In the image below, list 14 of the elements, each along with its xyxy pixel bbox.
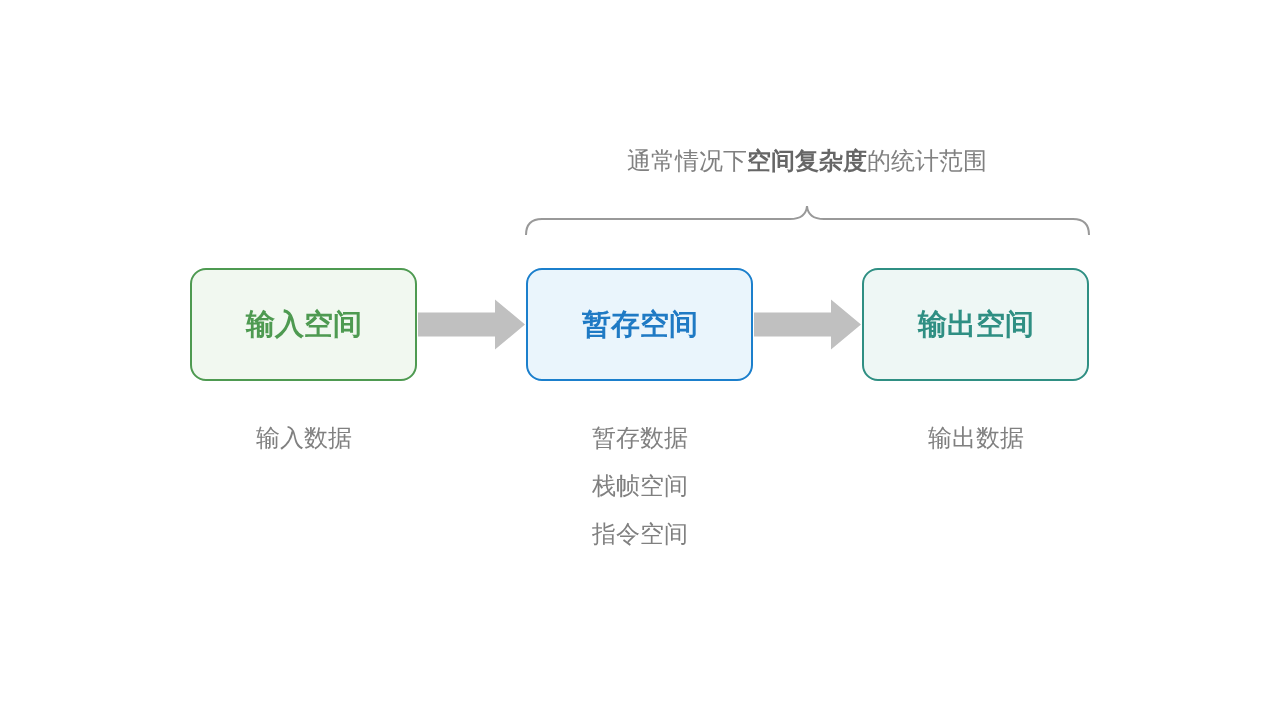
node-label: 输出空间 bbox=[917, 305, 1034, 343]
process-box bbox=[526, 268, 753, 381]
process-box bbox=[862, 268, 1089, 381]
node-caption: 输出数据 bbox=[927, 423, 1024, 454]
arrow bbox=[418, 299, 525, 350]
node-caption: 暂存数据 bbox=[591, 423, 688, 454]
title: 通常情况下空间复杂度的统计范围 bbox=[627, 146, 987, 177]
arrow bbox=[754, 299, 861, 350]
node-label: 暂存空间 bbox=[581, 305, 698, 343]
process-box bbox=[190, 268, 417, 381]
node-label: 输入空间 bbox=[245, 305, 362, 343]
node-caption: 指令空间 bbox=[591, 519, 688, 550]
node-caption: 输入数据 bbox=[255, 423, 352, 454]
node-caption: 栈帧空间 bbox=[591, 471, 688, 502]
